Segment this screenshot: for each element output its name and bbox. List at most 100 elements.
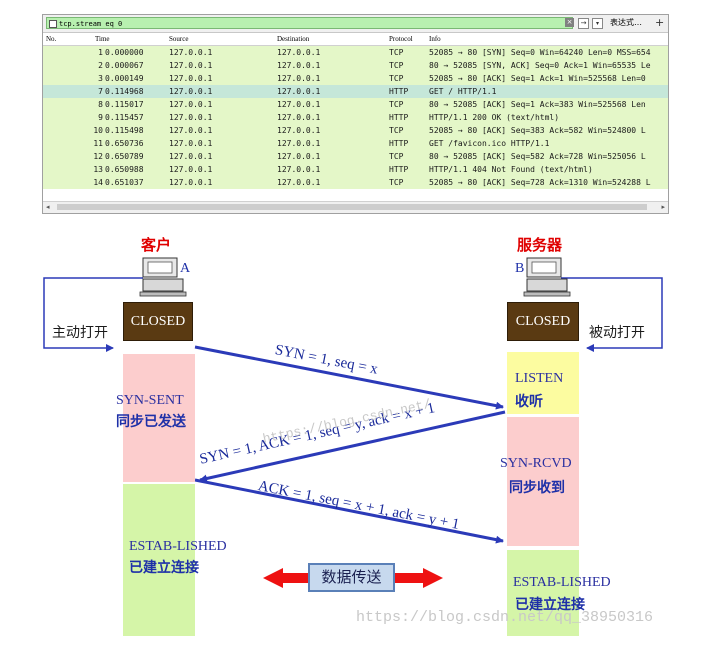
cell-no: 8: [98, 100, 103, 109]
column-no[interactable]: No.: [46, 35, 57, 43]
client-closed-state: CLOSED: [123, 302, 193, 341]
cell-time: 0.650988: [105, 165, 144, 174]
cell-info: 80 → 52085 [ACK] Seq=1 Ack=383 Win=52556…: [429, 100, 646, 109]
cell-src: 127.0.0.1: [169, 61, 213, 70]
cell-time: 0.651037: [105, 178, 144, 187]
wireshark-panel: tcp.stream eq 0 × → ▾ 表达式… + No. Time So…: [42, 14, 669, 214]
cell-info: 52085 → 80 [SYN] Seq=0 Win=64240 Len=0 M…: [429, 48, 651, 57]
filter-input[interactable]: tcp.stream eq 0: [46, 17, 573, 29]
scroll-right-icon[interactable]: ▸: [661, 203, 665, 211]
syn-sent-cn-label: 同步已发送: [116, 414, 186, 430]
cell-time: 0.000067: [105, 61, 144, 70]
cell-src: 127.0.0.1: [169, 165, 213, 174]
cell-src: 127.0.0.1: [169, 113, 213, 122]
cell-info: 52085 → 80 [ACK] Seq=1 Ack=1 Win=525568 …: [429, 74, 646, 83]
cell-info: GET / HTTP/1.1: [429, 87, 497, 96]
cell-no: 1: [98, 48, 103, 57]
clear-icon[interactable]: ×: [565, 18, 574, 27]
cell-time: 0.115457: [105, 113, 144, 122]
ack-arrow: [194, 478, 504, 544]
client-established-label: ESTAB-LISHED: [129, 539, 227, 554]
data-transfer-label: 数据传送: [308, 563, 395, 592]
cell-time: 0.650736: [105, 139, 144, 148]
cell-dst: 127.0.0.1: [277, 100, 321, 109]
transfer-arrow-left: [263, 568, 308, 588]
cell-proto: TCP: [389, 178, 404, 187]
cell-src: 127.0.0.1: [169, 48, 213, 57]
computer-icon-client: [139, 257, 187, 297]
server-letter: B: [515, 261, 525, 276]
syn-rcvd-label: SYN-RCVD: [500, 456, 572, 471]
cell-src: 127.0.0.1: [169, 139, 213, 148]
column-source[interactable]: Source: [169, 35, 189, 43]
cell-dst: 127.0.0.1: [277, 165, 321, 174]
display-filter-bar: tcp.stream eq 0 × → ▾ 表达式… +: [43, 15, 668, 33]
expression-button[interactable]: 表达式…: [610, 18, 642, 27]
cell-dst: 127.0.0.1: [277, 74, 321, 83]
server-closed-state: CLOSED: [507, 302, 579, 341]
client-established-box: [123, 484, 195, 636]
cell-info: 80 → 52085 [SYN, ACK] Seq=0 Ack=1 Win=65…: [429, 61, 651, 70]
cell-proto: TCP: [389, 126, 404, 135]
client-syn-sent-box: [123, 354, 195, 482]
active-open-loop: [43, 277, 143, 352]
cell-no: 11: [93, 139, 103, 148]
cell-dst: 127.0.0.1: [277, 87, 321, 96]
cell-dst: 127.0.0.1: [277, 113, 321, 122]
cell-time: 0.650789: [105, 152, 144, 161]
scroll-left-icon[interactable]: ◂: [46, 203, 50, 211]
watermark-2: https://blog.csdn.net/qq_38950316: [356, 609, 654, 626]
scrollbar-thumb[interactable]: [57, 204, 647, 210]
cell-no: 9: [98, 113, 103, 122]
chevron-down-icon[interactable]: ▾: [592, 18, 603, 29]
column-info[interactable]: Info: [429, 35, 441, 43]
cell-dst: 127.0.0.1: [277, 48, 321, 57]
cell-info: HTTP/1.1 404 Not Found (text/html): [429, 165, 593, 174]
cell-info: 52085 → 80 [ACK] Seq=383 Ack=582 Win=524…: [429, 126, 646, 135]
cell-no: 2: [98, 61, 103, 70]
client-letter: A: [180, 261, 191, 276]
cell-proto: HTTP: [389, 113, 409, 122]
cell-no: 14: [93, 178, 103, 187]
cell-proto: TCP: [389, 74, 404, 83]
cell-time: 0.115017: [105, 100, 144, 109]
cell-proto: TCP: [389, 152, 404, 161]
column-time[interactable]: Time: [95, 35, 110, 43]
horizontal-scrollbar[interactable]: ◂ ▸: [43, 201, 668, 213]
server-syn-rcvd-box: [507, 417, 579, 546]
client-established-cn-label: 已建立连接: [129, 560, 199, 576]
column-protocol[interactable]: Protocol: [389, 35, 413, 43]
syn-ack-arrow: [199, 410, 506, 483]
cell-no: 12: [93, 152, 103, 161]
column-destination[interactable]: Destination: [277, 35, 310, 43]
cell-no: 10: [93, 126, 103, 135]
passive-open-label: 被动打开: [589, 325, 645, 341]
listen-label: LISTEN: [515, 371, 564, 386]
cell-info: HTTP/1.1 200 OK (text/html): [429, 113, 560, 122]
server-established-label: ESTAB-LISHED: [513, 575, 611, 590]
cell-proto: TCP: [389, 100, 404, 109]
bookmark-icon[interactable]: [49, 20, 57, 28]
filter-value: tcp.stream eq 0: [59, 20, 123, 28]
cell-info: GET /favicon.ico HTTP/1.1: [429, 139, 550, 148]
apply-icon[interactable]: →: [578, 18, 589, 29]
computer-icon-server: [523, 257, 571, 297]
cell-src: 127.0.0.1: [169, 87, 213, 96]
cell-time: 0.115498: [105, 126, 144, 135]
cell-proto: TCP: [389, 48, 404, 57]
passive-open-loop: [561, 277, 663, 352]
add-filter-button[interactable]: +: [655, 16, 665, 29]
cell-src: 127.0.0.1: [169, 152, 213, 161]
cell-src: 127.0.0.1: [169, 100, 213, 109]
